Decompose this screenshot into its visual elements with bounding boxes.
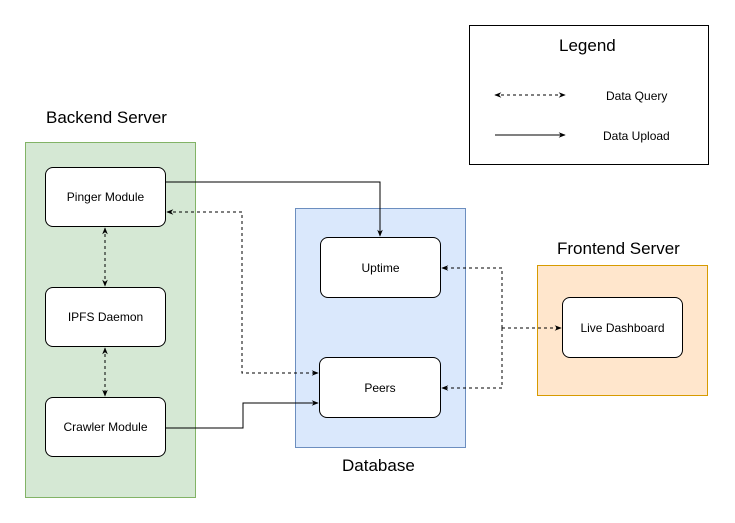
- uptime-node[interactable]: Uptime: [320, 237, 441, 298]
- edge-dashboard-uptime-query: [441, 265, 503, 328]
- database-label: Database: [342, 456, 415, 475]
- legend-title: Legend: [559, 36, 616, 55]
- edge-pinger-to-uptime: [165, 181, 383, 237]
- edge-crawler-to-peers: [165, 400, 319, 429]
- edge-pinger-peers-query: [166, 209, 319, 376]
- edge-dashboard-peers-query: [441, 328, 503, 391]
- legend-data-upload-label: Data Upload: [603, 129, 670, 143]
- legend-box: [469, 25, 709, 165]
- backend-server-label: Backend Server: [46, 108, 167, 127]
- live-dashboard-node[interactable]: Live Dashboard: [562, 297, 683, 358]
- pinger-module-node[interactable]: Pinger Module: [45, 167, 166, 227]
- peers-node[interactable]: Peers: [319, 357, 441, 418]
- legend-data-query-label: Data Query: [606, 89, 668, 103]
- ipfs-daemon-node[interactable]: IPFS Daemon: [45, 287, 166, 347]
- frontend-server-label: Frontend Server: [557, 239, 680, 258]
- crawler-module-node[interactable]: Crawler Module: [45, 397, 166, 457]
